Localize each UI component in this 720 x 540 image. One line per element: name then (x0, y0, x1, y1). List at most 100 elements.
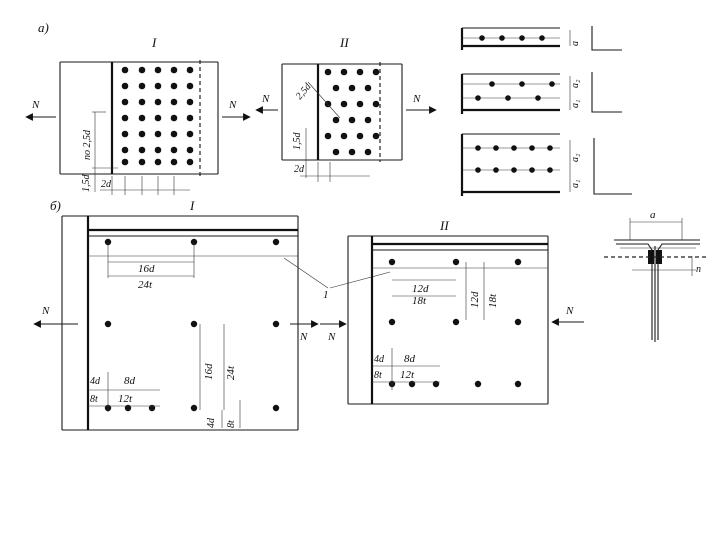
force-label-b2-left: N (327, 331, 336, 343)
joint-b-I-vert-d: 16d (203, 363, 215, 380)
bolt-hole (474, 380, 482, 388)
bolt-hole (154, 98, 162, 106)
joint-a-I-pitch-dim: по 2,5d (82, 129, 93, 160)
bolt-hole (332, 116, 340, 124)
joint-b-II-left-d: 4d (374, 354, 385, 365)
bolt-hole (186, 146, 194, 154)
bolt-hole (121, 98, 129, 106)
bolt-hole (549, 81, 555, 87)
bolt-hole (190, 320, 198, 328)
bolt-hole (432, 380, 440, 388)
bolt-hole (475, 145, 481, 151)
bolt-hole (364, 148, 372, 156)
bolt-hole (372, 68, 380, 76)
bolt-hole (514, 380, 522, 388)
strip-2-dim-a1: a₁ (570, 100, 581, 108)
joint-a-II-bolt-grid (324, 68, 380, 156)
joint-b-I: 16d 24t 16d 24t 4d 8t 8d 12t 4d 8t (61, 215, 299, 431)
force-label-b1-left: N (41, 305, 50, 317)
part-a-label: а) (38, 20, 49, 35)
bolt-hole (499, 35, 505, 41)
bolt-hole (121, 66, 129, 74)
bolt-hole (170, 66, 178, 74)
bolt-hole (186, 158, 194, 166)
bolt-hole (186, 82, 194, 90)
bolt-hole (356, 68, 364, 76)
bolt-hole (121, 146, 129, 154)
force-label-a1-left: N (31, 99, 40, 111)
strip-1-dim-a: a (570, 41, 581, 46)
bolt-hole (388, 318, 396, 326)
bolt-hole (388, 258, 396, 266)
bolt-hole (547, 145, 553, 151)
bolt-hole (272, 320, 280, 328)
bolt-hole (348, 84, 356, 92)
angle-strip-2: a₂ a₁ (460, 72, 622, 114)
joint-b-I-vert-t: 24t (225, 365, 237, 380)
bolt-hole (479, 35, 485, 41)
bolt-hole (124, 404, 132, 412)
bolt-hole (340, 100, 348, 108)
bolt-hole (121, 158, 129, 166)
joint-b-I-pitch-t: 12t (118, 393, 133, 405)
bolt-hole (539, 35, 545, 41)
strip-3-dim-a2: a₂ (570, 153, 581, 162)
bolt-hole (511, 167, 517, 173)
part-b-label: б) (50, 198, 61, 213)
bolt-hole (121, 130, 129, 138)
joint-a-II-diag-dim: 2,5d (294, 81, 314, 102)
bolt-hole (170, 82, 178, 90)
joint-b-I-pitch-d: 8d (124, 375, 136, 387)
bolt-hole (452, 258, 460, 266)
bolt-hole (324, 132, 332, 140)
joint-b-I-edge-t: 8t (226, 420, 237, 428)
joint-b-II: 12d 18t 12d 18t 4d 8t 8d 12t (347, 235, 549, 405)
bolt-hole (138, 66, 146, 74)
joint-a-I-edge-h-dim: 2d (101, 179, 112, 190)
bolt-hole (272, 404, 280, 412)
bolt-hole (121, 114, 129, 122)
joint-b-I-title: I (189, 198, 195, 213)
joint-a-I: I 1,5d по 2,5d 2d (59, 35, 219, 195)
bolt-hole (514, 318, 522, 326)
bolt-hole (475, 95, 481, 101)
bolt-hole (186, 114, 194, 122)
joint-b-II-left-t: 8t (374, 370, 382, 381)
bolt-hole (190, 404, 198, 412)
bolt-hole (138, 114, 146, 122)
bolt-hole (170, 158, 178, 166)
bolt-hole (408, 380, 416, 388)
bolt-hole (154, 130, 162, 138)
force-label-b1-right: N (299, 331, 308, 343)
joint-b-II-vert-t: 18t (487, 293, 499, 308)
bolt-hole (505, 95, 511, 101)
joint-b-I-span-t: 24t (138, 279, 153, 291)
joint-b-I-span-d: 16d (138, 263, 155, 275)
force-label-a1-right: N (228, 99, 237, 111)
joint-b-I-edge-d: 4d (206, 417, 217, 428)
bolt-hole (356, 132, 364, 140)
bolt-hole (514, 258, 522, 266)
bolt-hole (519, 81, 525, 87)
joint-b-II-span-d: 12d (412, 283, 429, 295)
bolt-hole (154, 114, 162, 122)
bolt-hole (186, 130, 194, 138)
joint-a-II-edge-h-dim: 2d (294, 164, 305, 175)
bolt-hole (348, 148, 356, 156)
bolt-hole (489, 81, 495, 87)
joint-a-II-edge-v-dim: 1,5d (292, 132, 303, 151)
bolt-hole (138, 98, 146, 106)
bolt-hole (104, 320, 112, 328)
bolt-hole (332, 148, 340, 156)
bolt-hole (511, 145, 517, 151)
bolt-hole (154, 158, 162, 166)
bolt-hole (154, 66, 162, 74)
bolt-hole (170, 98, 178, 106)
bolt-hole (364, 84, 372, 92)
joint-a-I-title: I (151, 35, 157, 50)
bolt-hole (452, 318, 460, 326)
bolt-hole (138, 130, 146, 138)
joint-a-I-bolt-grid (121, 66, 194, 166)
